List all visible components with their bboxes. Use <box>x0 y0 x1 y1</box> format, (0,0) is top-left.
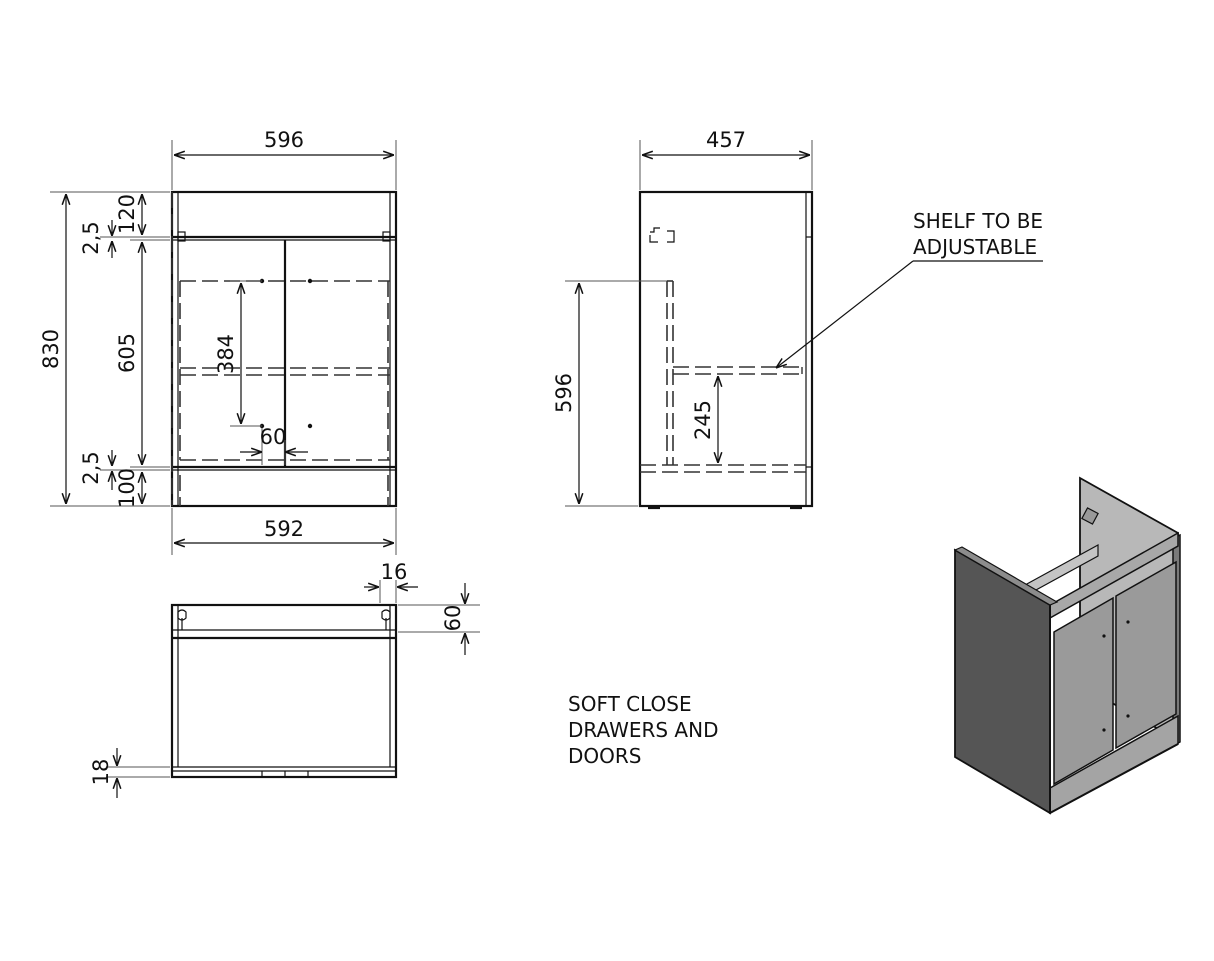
dim-front-gap-top: 2,5 <box>79 221 103 254</box>
dim-side-depth: 457 <box>706 128 746 152</box>
note-shelf-line1: SHELF TO BE <box>913 209 1043 233</box>
dim-front-gap-bottom: 2,5 <box>79 451 103 484</box>
soft-close-note: SOFT CLOSE DRAWERS AND DOORS <box>568 692 718 768</box>
note-soft-close-line2: DRAWERS AND <box>568 718 718 742</box>
dim-front-width-bottom: 592 <box>264 517 304 541</box>
plan-view: 16 60 18 <box>89 560 480 798</box>
front-view: 596 592 830 605 120 100 2,5 2,5 384 60 <box>39 128 398 555</box>
dim-front-top-rail: 120 <box>115 194 139 234</box>
dim-front-handle-spacing: 384 <box>214 334 238 374</box>
note-shelf-line2: ADJUSTABLE <box>913 235 1037 259</box>
note-soft-close-line3: DOORS <box>568 744 641 768</box>
dim-plan-panel-thickness: 16 <box>381 560 408 584</box>
dim-front-height-total: 830 <box>39 329 63 369</box>
dim-plan-door-thickness: 18 <box>89 759 113 786</box>
dim-side-shelf-height: 245 <box>691 400 715 440</box>
note-soft-close-line1: SOFT CLOSE <box>568 692 692 716</box>
dim-front-plinth: 100 <box>115 468 139 508</box>
dim-front-height-body: 605 <box>115 333 139 373</box>
side-view: 457 596 245 SHELF TO BE ADJUSTABLE <box>552 128 1043 510</box>
dim-side-internal-height: 596 <box>552 373 576 413</box>
isometric-view <box>953 476 1181 815</box>
dim-front-handle-offset: 60 <box>260 425 287 449</box>
dim-front-width-top: 596 <box>264 128 304 152</box>
dim-plan-rail-depth: 60 <box>441 605 465 632</box>
